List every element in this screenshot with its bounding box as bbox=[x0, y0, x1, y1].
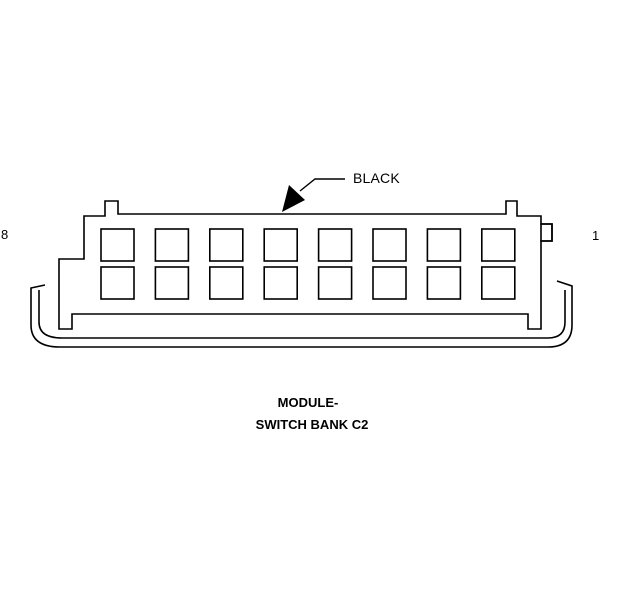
cavity-r2-c2 bbox=[154, 266, 190, 300]
caption-module: MODULE- bbox=[277, 395, 339, 410]
connector-body bbox=[58, 200, 553, 330]
cavity-r2-c7 bbox=[426, 266, 462, 300]
callout-leader bbox=[299, 178, 345, 192]
cavity-r2-c8 bbox=[480, 266, 516, 300]
connector-color-label: BLACK bbox=[353, 170, 400, 186]
locking-tab bbox=[540, 223, 553, 242]
cavity-r1-c8 bbox=[480, 228, 516, 262]
pin-8-label: 8 bbox=[1, 227, 9, 242]
cavity-r1-c3 bbox=[209, 228, 244, 262]
cavity-r1-c4 bbox=[263, 228, 299, 262]
cavity-r2-c5 bbox=[317, 266, 353, 300]
caption-switch-bank: SWITCH BANK C2 bbox=[255, 417, 369, 432]
cavity-grid bbox=[100, 228, 516, 300]
cavity-r1-c2 bbox=[154, 228, 190, 262]
cavity-r2-c3 bbox=[209, 266, 244, 300]
cavity-r1-c6 bbox=[372, 228, 407, 262]
cavity-r2-c1 bbox=[100, 266, 135, 300]
cavity-r2-c4 bbox=[263, 266, 299, 300]
pin-1-label: 1 bbox=[592, 228, 600, 243]
cavity-r1-c1 bbox=[100, 228, 135, 262]
cavity-r2-c6 bbox=[372, 266, 407, 300]
connector-shell-inner bbox=[38, 290, 566, 339]
cavity-r1-c5 bbox=[317, 228, 353, 262]
callout-arrowhead bbox=[282, 185, 305, 212]
cavity-r1-c7 bbox=[426, 228, 462, 262]
connector-shell bbox=[30, 280, 573, 348]
